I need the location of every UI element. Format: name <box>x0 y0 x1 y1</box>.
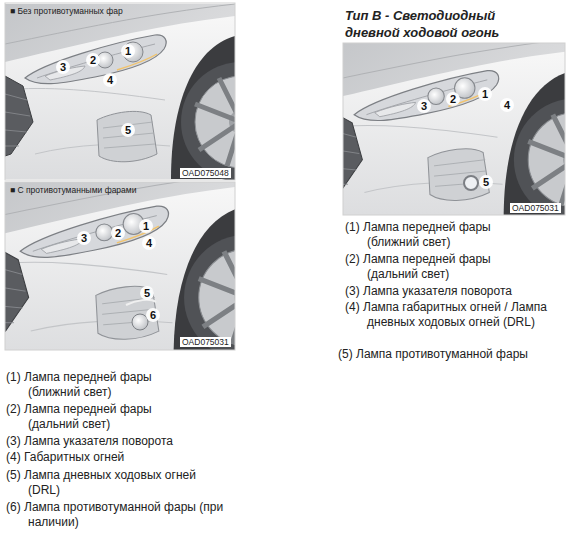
legend-item: (1) Лампа передней фары (ближний свет) <box>6 370 190 400</box>
figure-caption: ■ Без противотуманных фар <box>10 6 123 16</box>
callout-number: 3 <box>56 60 70 74</box>
callout-number: 1 <box>139 219 153 233</box>
legend-item: (1) Лампа передней фары (ближний свет) <box>345 220 529 250</box>
callout-number: 1 <box>478 87 492 101</box>
figure-code: OAD075031 <box>180 337 231 347</box>
legend-item: (6) Лампа противотуманной фары (при нали… <box>6 500 225 530</box>
figure-code: OAD075048 <box>180 168 231 178</box>
callout-number: 4 <box>142 236 156 250</box>
callout-number: 5 <box>121 123 135 137</box>
callout-number: 6 <box>146 308 160 322</box>
legend-item: (5) Лампа противотуманной фары <box>338 347 580 362</box>
legend-item: (3) Лампа указателя поворота <box>6 434 248 449</box>
figure-caption: ■ С противотуманными фарами <box>10 185 136 195</box>
callout-number: 1 <box>121 44 135 58</box>
callout-number: 4 <box>103 73 117 87</box>
figure-code: OAD075031 <box>510 203 561 213</box>
callout-number: 3 <box>417 99 431 113</box>
callout-number: 3 <box>77 231 91 245</box>
section-title: Тип B - Светодиодный дневной ходовой ого… <box>345 8 540 42</box>
callout-number: 2 <box>446 92 460 106</box>
callout-number: 4 <box>500 98 514 112</box>
legend-item: (4) Лампа габаритных огней / Лампа дневн… <box>345 300 564 330</box>
legend-item: (2) Лампа передней фары (дальний свет) <box>6 402 190 432</box>
legend-item: (3) Лампа указателя поворота <box>345 284 567 299</box>
callout-number: 5 <box>479 175 493 189</box>
callout-number: 2 <box>86 53 100 67</box>
callout-number: 5 <box>140 286 154 300</box>
legend-item: (2) Лампа передней фары (дальний свет) <box>345 252 529 282</box>
callout-number: 2 <box>111 226 125 240</box>
legend-item: (4) Габаритных огней <box>6 450 248 465</box>
legend-item: (5) Лампа дневных ходовых огней (DRL) <box>6 468 225 498</box>
